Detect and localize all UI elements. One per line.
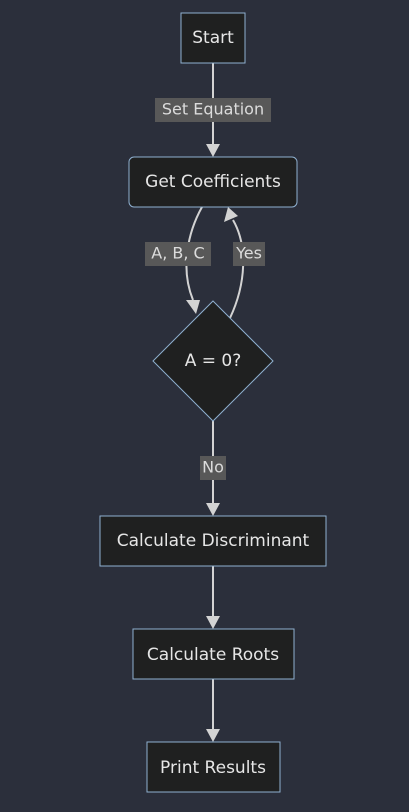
edge-calc-discriminant-to-calc-roots xyxy=(206,566,220,629)
node-start-box[interactable] xyxy=(180,12,246,64)
node-get-coefficients[interactable]: Get Coefficients xyxy=(128,156,298,208)
edge-decision-to-get-coefficients xyxy=(224,207,245,319)
node-start-label: Start xyxy=(192,28,234,48)
node-print-results-box[interactable] xyxy=(146,741,281,793)
edge-label-abc: A, B, C xyxy=(151,244,204,263)
node-decision-label: A = 0? xyxy=(185,351,242,371)
edge-label-no: No xyxy=(202,458,224,477)
node-decision[interactable]: A = 0? xyxy=(152,300,274,422)
arrowhead-icon xyxy=(206,144,220,157)
edge-label-abc-group: A, B, C xyxy=(145,242,211,266)
edge-label-yes-group: Yes xyxy=(233,242,265,266)
arrowhead-icon xyxy=(186,300,200,314)
arrowhead-icon xyxy=(206,503,220,516)
edge-calc-roots-to-print-results xyxy=(206,679,220,742)
edge-label-no-group: No xyxy=(200,456,226,480)
node-calc-roots-label: Calculate Roots xyxy=(147,645,279,665)
node-decision-diamond[interactable] xyxy=(152,300,274,422)
node-start[interactable]: Start xyxy=(180,12,246,64)
edge-label-background xyxy=(155,98,271,122)
edge-label-background xyxy=(200,456,226,480)
edge-label-background xyxy=(145,242,211,266)
node-print-results-label: Print Results xyxy=(160,758,266,778)
arrowhead-icon xyxy=(206,729,220,742)
node-get-coefficients-box[interactable] xyxy=(128,156,298,208)
edge-curve xyxy=(229,219,245,319)
arrowhead-icon xyxy=(206,616,220,629)
node-calc-roots-box[interactable] xyxy=(132,628,295,680)
edge-label-background xyxy=(233,242,265,266)
edge-label-set-equation: Set Equation xyxy=(162,100,264,119)
edge-label-set-equation-group: Set Equation xyxy=(155,98,271,122)
node-calc-discriminant-label: Calculate Discriminant xyxy=(117,531,310,551)
node-calc-discriminant-box[interactable] xyxy=(99,515,327,567)
edge-label-yes: Yes xyxy=(235,244,262,263)
node-get-coefficients-label: Get Coefficients xyxy=(145,172,281,192)
node-print-results[interactable]: Print Results xyxy=(146,741,281,793)
arrowhead-icon xyxy=(224,207,238,222)
node-calc-discriminant[interactable]: Calculate Discriminant xyxy=(99,515,327,567)
node-calc-roots[interactable]: Calculate Roots xyxy=(132,628,295,680)
